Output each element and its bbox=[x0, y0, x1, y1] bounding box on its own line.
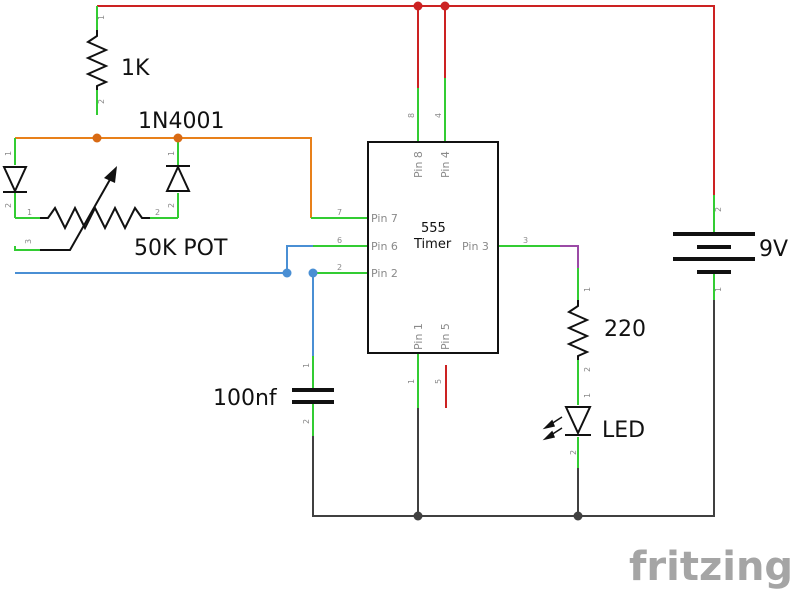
chip-pin-7: Pin 7 bbox=[371, 212, 398, 225]
pinnum-pot-2: 2 bbox=[155, 208, 160, 217]
pinnum-led-2: 2 bbox=[569, 450, 578, 455]
diode-left[interactable] bbox=[2, 166, 28, 194]
resistor-1k[interactable] bbox=[85, 30, 109, 90]
resistor-1k-zigzag bbox=[85, 30, 109, 90]
chip-pin-8: Pin 8 bbox=[412, 151, 425, 178]
chip-label-timer: Timer bbox=[413, 237, 452, 252]
pinnum-bat-1: 1 bbox=[714, 287, 723, 292]
pinnum-chip-8: 8 bbox=[407, 113, 416, 118]
label-pot: 50K POT bbox=[134, 236, 228, 261]
capacitor-plate-top bbox=[292, 388, 334, 392]
capacitor-plate-bottom bbox=[292, 400, 334, 404]
junction-diode-right bbox=[173, 133, 183, 143]
label-r1: 1K bbox=[121, 56, 150, 81]
label-diodes: 1N4001 bbox=[138, 109, 224, 134]
diode-left-triangle bbox=[2, 166, 28, 194]
ground-wires bbox=[312, 300, 715, 517]
pinnum-d2-bot: 2 bbox=[167, 203, 176, 208]
pinnum-pot-3: 3 bbox=[24, 239, 33, 244]
pinnum-d1-top: 1 bbox=[4, 151, 13, 156]
pinnum-chip-7: 7 bbox=[337, 208, 342, 217]
label-led: LED bbox=[602, 418, 645, 443]
resistor-220-zigzag bbox=[566, 300, 590, 360]
pot-zigzag bbox=[40, 205, 150, 231]
battery-plate-1 bbox=[673, 232, 755, 236]
junction-ground-pin1 bbox=[413, 511, 423, 521]
led[interactable] bbox=[542, 406, 592, 441]
junction-power-pin8 bbox=[413, 1, 423, 11]
purple-wire bbox=[560, 245, 579, 268]
label-r2: 220 bbox=[604, 317, 646, 342]
pinnum-bat-2: 2 bbox=[714, 207, 723, 212]
power-wires bbox=[97, 5, 715, 408]
pinnum-chip-1: 1 bbox=[407, 379, 416, 384]
chip-pin-2: Pin 2 bbox=[371, 267, 398, 280]
junction-r1-diodes bbox=[92, 133, 102, 143]
junction-power-pin4 bbox=[440, 1, 450, 11]
pinnum-r1-top: 1 bbox=[97, 15, 106, 20]
pinnum-pot-1: 1 bbox=[27, 208, 32, 217]
junctions bbox=[92, 1, 583, 521]
pinnum-chip-4: 4 bbox=[434, 113, 443, 118]
potentiometer[interactable] bbox=[40, 166, 150, 251]
component-legs bbox=[14, 6, 715, 468]
diode-right[interactable] bbox=[165, 164, 191, 192]
pinnum-led-1: 1 bbox=[583, 393, 592, 398]
label-battery: 9V bbox=[759, 237, 788, 262]
battery-9v[interactable] bbox=[673, 232, 755, 274]
led-triangle bbox=[564, 406, 592, 436]
pinnum-d2-top: 1 bbox=[167, 151, 176, 156]
junction-ground-led bbox=[573, 511, 583, 521]
battery-plate-3 bbox=[673, 257, 755, 261]
led-light-arrows-icon bbox=[542, 416, 563, 441]
pinnum-chip-2: 2 bbox=[337, 263, 342, 272]
orange-wires bbox=[15, 137, 312, 218]
chip-pin-5: Pin 5 bbox=[439, 323, 452, 350]
blue-wires bbox=[15, 245, 314, 356]
pinnum-r1-bot: 2 bbox=[97, 99, 106, 104]
pinnum-r2-2: 2 bbox=[583, 367, 592, 372]
chip-pin-4: Pin 4 bbox=[439, 151, 452, 178]
chip-pin-6: Pin 6 bbox=[371, 240, 398, 253]
chip-body bbox=[367, 141, 499, 354]
chip-pin-1: Pin 1 bbox=[412, 323, 425, 350]
pot-wiper-arrowhead bbox=[104, 166, 117, 183]
pinnum-chip-6: 6 bbox=[337, 236, 342, 245]
pinnum-cap-2: 2 bbox=[302, 419, 311, 424]
label-cap: 100nf bbox=[213, 386, 278, 411]
pinnum-cap-1: 1 bbox=[302, 363, 311, 368]
diode-right-triangle bbox=[165, 164, 191, 192]
pinnum-r2-1: 1 bbox=[583, 287, 592, 292]
chip-label-555: 555 bbox=[421, 221, 446, 236]
resistor-220[interactable] bbox=[566, 300, 590, 360]
fritzing-logo: fritzing bbox=[629, 544, 793, 590]
junction-blue-1 bbox=[282, 268, 292, 278]
timer-555-chip[interactable] bbox=[367, 141, 499, 354]
battery-plate-4 bbox=[697, 270, 731, 274]
pot-wiper-line bbox=[40, 175, 113, 251]
chip-pin-3: Pin 3 bbox=[462, 240, 489, 253]
battery-plate-2 bbox=[697, 245, 731, 249]
capacitor-100nf[interactable] bbox=[292, 388, 334, 404]
junction-blue-2 bbox=[308, 268, 318, 278]
pinnum-chip-5: 5 bbox=[434, 379, 443, 384]
pinnum-chip-3: 3 bbox=[523, 236, 528, 245]
pinnum-d1-bot: 2 bbox=[4, 203, 13, 208]
